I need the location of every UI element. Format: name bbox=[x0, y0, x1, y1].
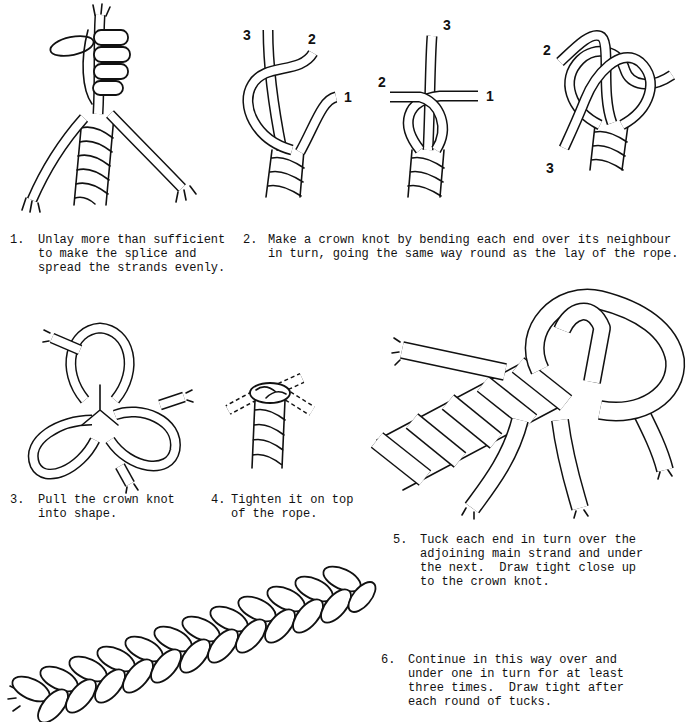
step-number: 4. bbox=[211, 493, 225, 507]
callout-number: 1 bbox=[486, 89, 494, 103]
step-caption: Make a crown knot by bending each end ov… bbox=[268, 233, 678, 261]
step-number: 3. bbox=[10, 493, 24, 507]
step-caption: Pull the crown knot into shape. bbox=[38, 493, 182, 521]
finished-splice-figure bbox=[8, 561, 380, 722]
step-number: 5. bbox=[393, 533, 407, 547]
unlay-figure bbox=[22, 4, 196, 212]
callout-number: 3 bbox=[443, 18, 451, 32]
callout-number: 2 bbox=[378, 75, 386, 89]
callout-number: 3 bbox=[546, 161, 554, 175]
step-caption: Tuck each end in turn over the adjoining… bbox=[420, 533, 643, 589]
tightened-knot-figure bbox=[228, 378, 312, 468]
first-tuck-figure bbox=[377, 298, 675, 519]
step-caption: Unlay more than sufficient to make the s… bbox=[38, 233, 232, 275]
callout-number: 3 bbox=[243, 28, 251, 42]
step-number: 6. bbox=[381, 653, 395, 667]
crown-step-figure bbox=[248, 30, 336, 197]
callout-number: 2 bbox=[308, 32, 316, 46]
crown-step-figure bbox=[560, 35, 672, 170]
callout-number: 1 bbox=[344, 90, 352, 104]
callout-number: 2 bbox=[543, 43, 551, 57]
step-number: 1. bbox=[10, 233, 24, 247]
step-caption: Tighten it on top of the rope. bbox=[231, 493, 361, 521]
crown-step-figure bbox=[390, 36, 478, 197]
step-caption: Continue in this way over and under one … bbox=[408, 653, 624, 709]
step-number: 2. bbox=[243, 233, 257, 247]
crown-knot-figure bbox=[33, 328, 193, 493]
